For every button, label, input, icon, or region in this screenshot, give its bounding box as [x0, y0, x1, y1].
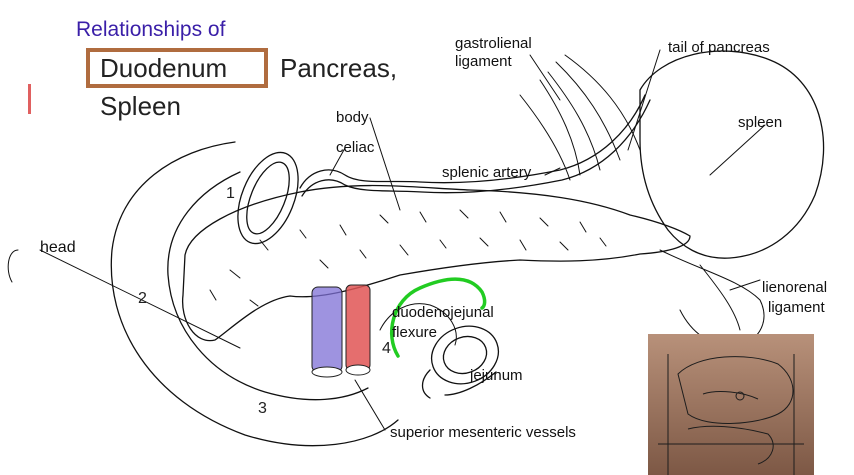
heading-pancreas: Pancreas,	[280, 53, 398, 83]
part-number-4: 4	[382, 340, 391, 357]
duodenum-inner-outline	[167, 171, 369, 401]
label-splenic-artery: splenic artery	[442, 164, 532, 181]
label-celiac: celiac	[336, 139, 375, 156]
abdomen-inset-photo	[648, 334, 814, 475]
label-flexure: flexure	[392, 324, 438, 341]
label-lienorenal: lienorenal	[762, 279, 828, 296]
label-spleen: spleen	[738, 114, 783, 131]
leader-lienorenal	[729, 279, 761, 291]
duodenum-outer-outline	[110, 141, 399, 447]
duodenum-highlight-box	[86, 48, 268, 88]
spleen-outline	[639, 50, 825, 259]
label-head: head	[40, 239, 76, 256]
sma-artery	[345, 284, 371, 371]
part-number-1: 1	[226, 185, 235, 202]
leader-head	[39, 249, 241, 349]
pancreas-outline	[181, 184, 691, 342]
smv-vein	[311, 286, 343, 373]
leader-smv	[354, 379, 386, 431]
leader-spleen	[709, 124, 766, 176]
label-jejunum: jejunum	[470, 367, 523, 384]
heading-spleen: Spleen	[100, 91, 181, 121]
label-gastrolienal-ligament: ligament	[455, 53, 512, 70]
part-number-3: 3	[258, 400, 267, 417]
slide-accent-bar	[28, 84, 31, 114]
flexure-marker	[389, 277, 487, 358]
part-number-2: 2	[138, 290, 147, 307]
splenic-artery	[299, 94, 646, 189]
leader-body	[369, 117, 401, 211]
label-duodenojejunal: duodenojejunal	[392, 304, 494, 321]
label-superior-mesenteric-vessels: superior mesenteric vessels	[390, 424, 576, 441]
leader-tail	[627, 49, 661, 151]
abdomen-regions-photo-icon	[648, 334, 814, 475]
gastrolienal-ligament	[519, 54, 641, 181]
label-body: body	[336, 109, 369, 126]
label-gastrolienal: gastrolienal	[455, 35, 532, 52]
leader-splenic	[544, 167, 561, 176]
label-lienorenal-ligament: ligament	[768, 299, 825, 316]
lienorenal-ligament	[659, 249, 765, 347]
leader-celiac	[329, 147, 346, 176]
leader-gastrolienal	[529, 54, 561, 101]
heading-duodenum: Duodenum	[100, 53, 228, 83]
label-tail-of-pancreas: tail of pancreas	[668, 39, 770, 56]
duodenum-cut-end	[237, 151, 299, 245]
slide-title: Relationships of	[76, 18, 226, 41]
